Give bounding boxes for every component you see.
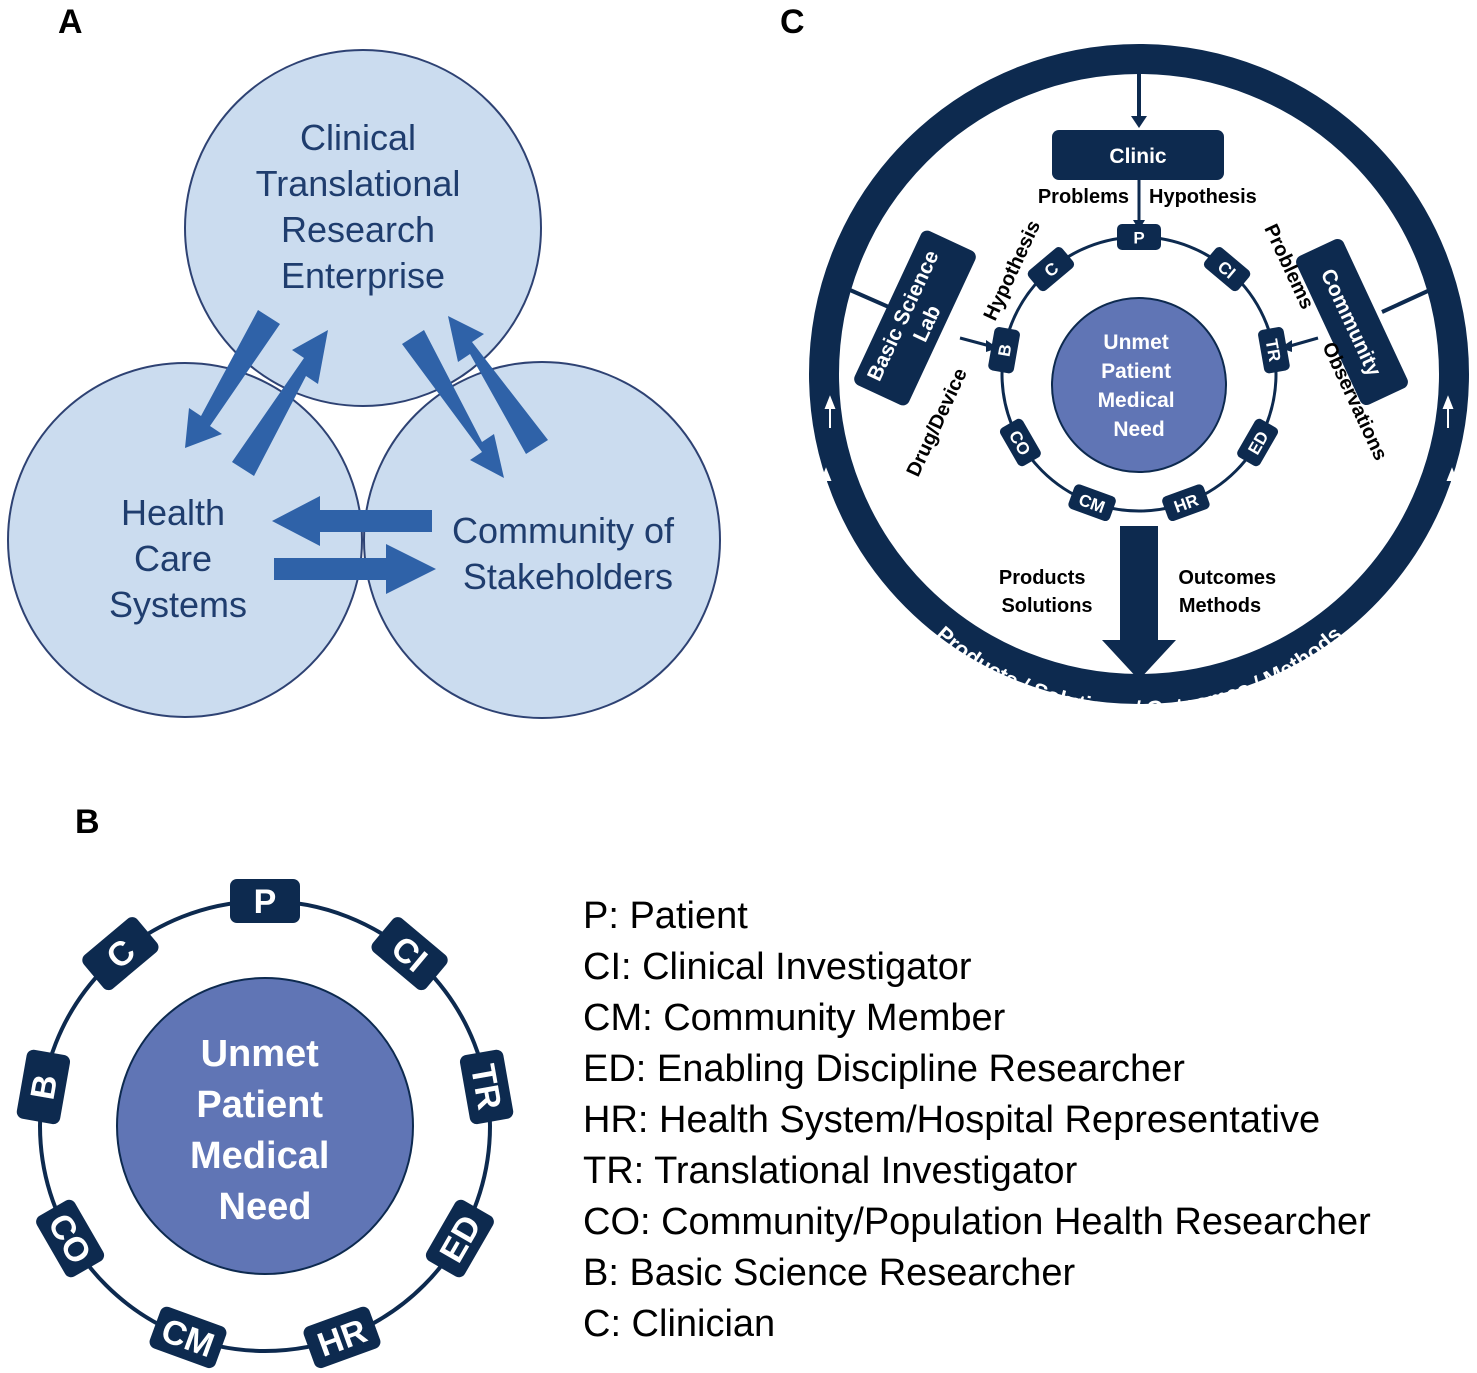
legend-item: P: Patient <box>583 895 748 937</box>
clinical-research-circle <box>184 49 542 407</box>
team-node-tag <box>16 1049 71 1125</box>
team-node-label: TR <box>1262 338 1285 364</box>
team-node-label: TR <box>463 1061 508 1112</box>
output-arrow <box>1102 526 1176 680</box>
legend-item: CI: Clinical Investigator <box>583 946 972 988</box>
team-node-c: C <box>82 917 159 991</box>
lab-to-team-arrow <box>959 336 991 348</box>
team-node-label: P <box>254 883 277 921</box>
unmet-need-text-c: Unmet Patient Medical Need <box>1098 331 1181 441</box>
ring-flow-arrows <box>820 395 1458 571</box>
team-node-tag <box>459 1049 514 1125</box>
arrow-health-to-research <box>232 330 328 476</box>
legend-item: HR: Health System/Hospital Representativ… <box>583 1099 1320 1141</box>
team-node-ed: ED <box>425 1199 494 1278</box>
team-node-tag <box>303 1306 381 1369</box>
arrow-health-to-community <box>274 544 436 594</box>
arrow-research-to-health <box>185 310 280 448</box>
community-to-team-arrow <box>1289 336 1319 348</box>
team-node-p: P <box>1117 224 1161 250</box>
team-node-tag <box>149 1306 227 1369</box>
panel-b: B Unmet Patient Medical Need PCITREDHRCM… <box>16 803 1381 1369</box>
team-node-tag <box>230 879 300 923</box>
products-solutions-label: Products Solutions <box>999 567 1093 617</box>
clinic-problems-label: Problems <box>1038 186 1129 208</box>
legend-item: CO: Community/Population Health Research… <box>583 1201 1371 1243</box>
panel-a: A Clinical Translational Research Enterp… <box>7 3 721 719</box>
team-node-cm: CM <box>1068 484 1116 522</box>
team-node-co: CO <box>999 418 1041 467</box>
legend-item: TR: Translational Investigator <box>583 1150 1078 1192</box>
arrow-research-to-community <box>402 330 504 478</box>
community-label: Community of Stakeholders <box>452 510 684 597</box>
clinic-box <box>1052 130 1224 180</box>
team-node-cm: CM <box>149 1306 227 1369</box>
team-node-hr: HR <box>303 1306 381 1369</box>
team-node-tag <box>1203 247 1251 292</box>
team-node-tag <box>1258 327 1290 374</box>
team-member-nodes-c: P CI TR ED HR CM CO B C <box>988 224 1290 522</box>
community-input-arrow <box>1381 288 1431 314</box>
team-node-b: B <box>988 327 1020 374</box>
legend-item: CM: Community Member <box>583 997 1006 1039</box>
arrow-community-to-research <box>448 316 548 454</box>
team-node-b: B <box>16 1049 71 1125</box>
team-node-tr: TR <box>1258 327 1290 374</box>
community-circle <box>363 361 721 719</box>
team-node-co: CO <box>36 1199 105 1278</box>
outcomes-methods-label: Outcomes Methods <box>1178 567 1281 617</box>
team-node-label: B <box>995 343 1016 358</box>
team-node-tag <box>1162 484 1210 522</box>
panel-b-label: B <box>75 803 100 841</box>
team-node-tag <box>988 327 1020 374</box>
unmet-need-text: Unmet Patient Medical Need <box>190 1033 340 1228</box>
panel-a-label: A <box>58 3 83 41</box>
team-node-tag <box>999 418 1041 467</box>
team-node-tag <box>1027 247 1075 292</box>
legend-item: B: Basic Science Researcher <box>583 1252 1075 1294</box>
team-node-ed: ED <box>1237 418 1279 467</box>
outer-ring <box>809 44 1469 704</box>
clinic-hypothesis-label: Hypothesis <box>1149 186 1257 208</box>
team-node-tr: TR <box>459 1049 514 1125</box>
team-node-ci: CI <box>1203 247 1251 292</box>
panel-c: C Products / Solutions / Outcomes / Meth… <box>780 3 1469 721</box>
team-node-tag <box>1068 484 1116 522</box>
legend-item: ED: Enabling Discipline Researcher <box>583 1048 1185 1090</box>
clinical-research-label: Clinical Translational Research Enterpri… <box>256 117 471 296</box>
arrow-community-to-health <box>272 496 432 546</box>
team-node-tag <box>371 917 448 991</box>
legend-item: C: Clinician <box>583 1303 775 1345</box>
unmet-need-center-c <box>1051 297 1227 473</box>
unmet-need-center <box>116 977 414 1275</box>
clinic-box-label: Clinic <box>1109 145 1166 168</box>
team-node-tag <box>1117 224 1161 250</box>
team-node-tag <box>82 917 159 991</box>
team-node-tag <box>425 1199 494 1278</box>
health-care-label: Health Care Systems <box>109 492 247 625</box>
panel-c-label: C <box>780 3 805 41</box>
health-care-circle <box>7 362 363 718</box>
team-node-c: C <box>1027 247 1075 292</box>
team-node-tag <box>1237 418 1279 467</box>
team-node-p: P <box>230 879 300 923</box>
team-node-label: P <box>1133 229 1144 248</box>
team-node-hr: HR <box>1162 484 1210 522</box>
team-node-tag <box>36 1199 105 1278</box>
legend: P: Patient CI: Clinical Investigator CM:… <box>583 895 1381 1345</box>
